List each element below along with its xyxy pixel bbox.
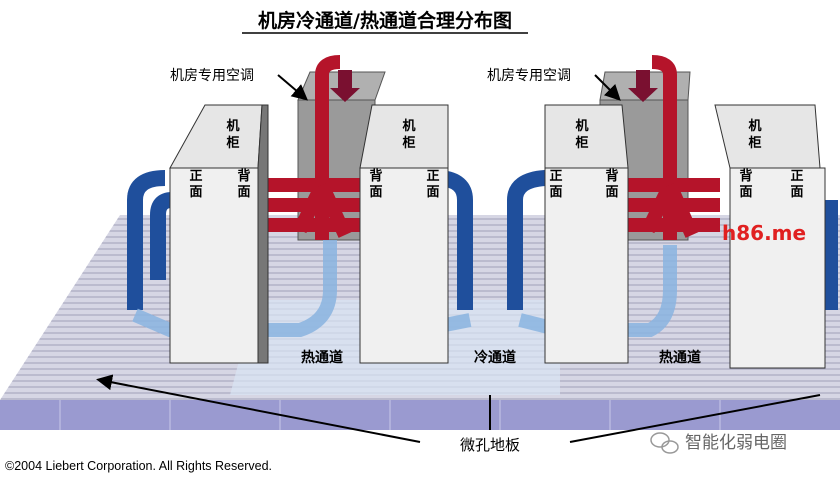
- floor-front-edge: [0, 400, 840, 430]
- back-label: 面: [237, 185, 250, 200]
- front-label: 正: [549, 169, 562, 184]
- front-label: 面: [549, 185, 562, 200]
- front-label: 正: [426, 169, 439, 184]
- cabinet-label: 机: [575, 118, 588, 134]
- back-label: 面: [739, 185, 752, 200]
- diagram-title: 机房冷通道/热通道合理分布图: [258, 9, 512, 32]
- cabinet-label: 机: [402, 118, 415, 134]
- cabinet-label: 柜: [401, 135, 415, 151]
- down-arrow-icon: [330, 70, 360, 102]
- cabinet-label: 柜: [574, 135, 588, 151]
- watermark: h86.me: [722, 221, 806, 245]
- back-label: 背: [237, 168, 250, 184]
- cabinet-1: [169, 104, 269, 364]
- cabinet-label: 柜: [225, 135, 239, 151]
- cold-aisle-label: 冷通道: [474, 349, 516, 366]
- front-label: 面: [189, 185, 202, 200]
- front-label: 正: [189, 169, 202, 184]
- cabinet-2: [359, 104, 449, 364]
- front-label: 正: [790, 169, 803, 184]
- cabinet-4: [714, 104, 826, 369]
- wechat-icon: [650, 432, 679, 454]
- back-label: 背: [605, 168, 618, 184]
- back-label: 背: [739, 168, 752, 184]
- hot-airflow: [265, 55, 720, 240]
- crac-label-right: 机房专用空调: [487, 68, 571, 84]
- callout-line: [569, 394, 821, 443]
- callout-line: [277, 74, 309, 101]
- wechat-brand: 智能化弱电圈: [685, 433, 787, 453]
- hot-aisle-label: 热通道: [659, 349, 701, 366]
- hot-aisle-label: 热通道: [301, 349, 343, 366]
- down-arrow-icon: [628, 70, 658, 102]
- back-label: 背: [369, 168, 382, 184]
- copyright: ©2004 Liebert Corporation. All Rights Re…: [5, 459, 272, 473]
- cabinet-label: 机: [226, 118, 239, 134]
- cabinet-3: [544, 104, 629, 364]
- cabinet-label: 机: [748, 118, 761, 134]
- callout-line: [96, 374, 421, 443]
- back-label: 面: [369, 185, 382, 200]
- front-label: 面: [790, 185, 803, 200]
- callout-line: [594, 74, 621, 101]
- front-label: 面: [426, 185, 439, 200]
- crac-label-left: 机房专用空调: [170, 68, 254, 84]
- cabinet-label: 柜: [747, 135, 761, 151]
- back-label: 面: [605, 185, 618, 200]
- raised-floor-label: 微孔地板: [460, 436, 520, 454]
